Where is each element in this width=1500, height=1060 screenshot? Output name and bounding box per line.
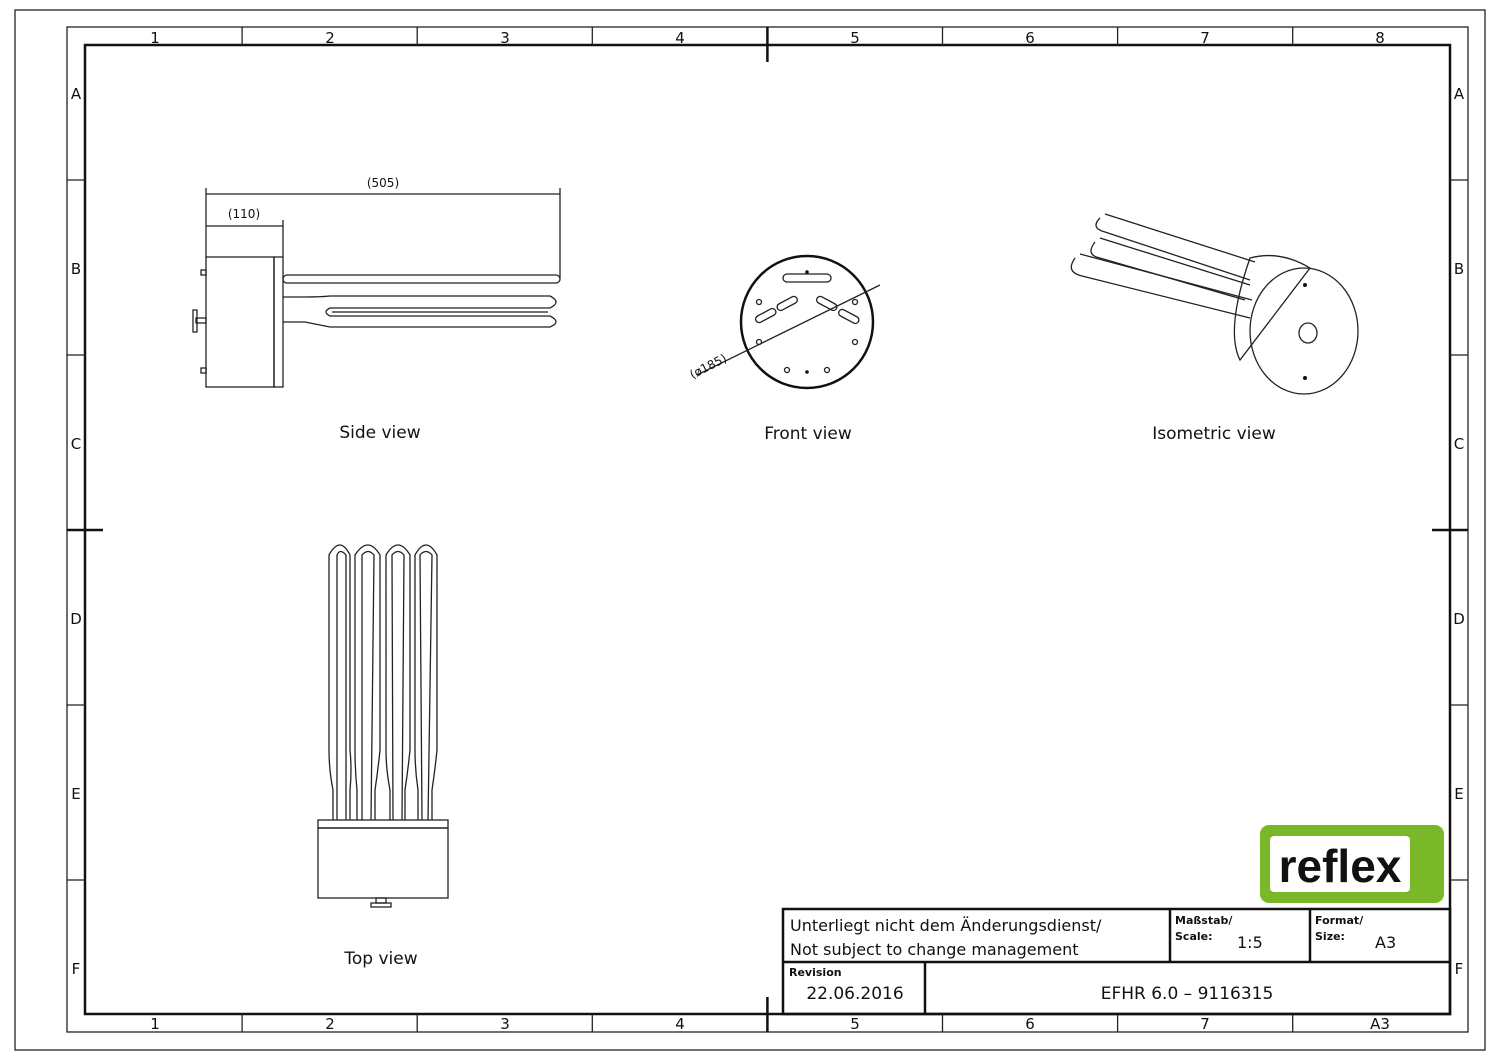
note-german: Unterliegt nicht dem Änderungsdienst/ <box>790 916 1102 935</box>
column-label-top: 2 <box>325 29 335 47</box>
top-view: Top view <box>317 544 449 969</box>
column-label-bottom: A3 <box>1370 1015 1390 1033</box>
outer-border <box>14 9 1486 1051</box>
column-label-bottom: 4 <box>675 1015 685 1033</box>
front-view: (ø185) Front view <box>687 254 881 444</box>
row-label-left: F <box>72 960 81 978</box>
column-label-top: 4 <box>675 29 685 47</box>
logo-text: reflex <box>1279 840 1402 892</box>
side-view-label: Side view <box>339 423 420 443</box>
drawing-frame <box>83 43 1452 1016</box>
row-label-left: D <box>70 610 82 628</box>
column-label-bottom: 5 <box>850 1015 860 1033</box>
column-label-top: 6 <box>1025 29 1035 47</box>
row-label-left: C <box>71 435 81 453</box>
column-label-bottom: 2 <box>325 1015 335 1033</box>
drawing-title: EFHR 6.0 – 9116315 <box>1101 984 1274 1004</box>
column-label-bottom: 7 <box>1200 1015 1210 1033</box>
column-label-top: 5 <box>850 29 860 47</box>
dim-overall: (505) <box>367 176 399 190</box>
diameter-dimension-line <box>696 284 881 376</box>
revision-label: Revision <box>789 966 842 979</box>
row-label-left: E <box>71 785 80 803</box>
row-label-right: C <box>1454 435 1464 453</box>
side-view: (505) (110) Side view <box>192 176 561 443</box>
reflex-logo: reflex <box>1260 825 1444 903</box>
row-label-right: E <box>1454 785 1463 803</box>
row-label-left: A <box>71 85 82 103</box>
column-label-bottom: 6 <box>1025 1015 1035 1033</box>
size-label-de: Format/ <box>1315 914 1364 927</box>
revision-date: 22.06.2016 <box>806 984 903 1004</box>
column-label-top: 8 <box>1375 29 1385 47</box>
sheet-border <box>66 26 1469 1033</box>
isometric-view-label: Isometric view <box>1152 424 1276 444</box>
column-label-bottom: 3 <box>500 1015 510 1033</box>
dim-head: (110) <box>228 207 260 221</box>
row-label-right: F <box>1455 960 1464 978</box>
scale-label-de: Maßstab/ <box>1175 914 1233 927</box>
dim-diameter: (ø185) <box>687 351 729 381</box>
scale-label-en: Scale: <box>1175 930 1213 943</box>
column-label-top: 7 <box>1200 29 1210 47</box>
size-label-en: Size: <box>1315 930 1345 943</box>
scale-value: 1:5 <box>1237 933 1263 952</box>
row-label-left: B <box>71 260 81 278</box>
row-label-right: A <box>1454 85 1465 103</box>
isometric-view: Isometric view <box>1070 213 1359 444</box>
row-label-right: D <box>1453 610 1465 628</box>
column-label-bottom: 1 <box>150 1015 160 1033</box>
title-block: Unterliegt nicht dem Änderungsdienst/ No… <box>781 907 1452 1016</box>
front-view-label: Front view <box>764 424 852 444</box>
column-label-top: 3 <box>500 29 510 47</box>
column-label-top: 1 <box>150 29 160 47</box>
top-view-label: Top view <box>343 949 417 969</box>
size-value: A3 <box>1375 933 1396 952</box>
note-english: Not subject to change management <box>790 940 1079 959</box>
row-label-right: B <box>1454 260 1464 278</box>
